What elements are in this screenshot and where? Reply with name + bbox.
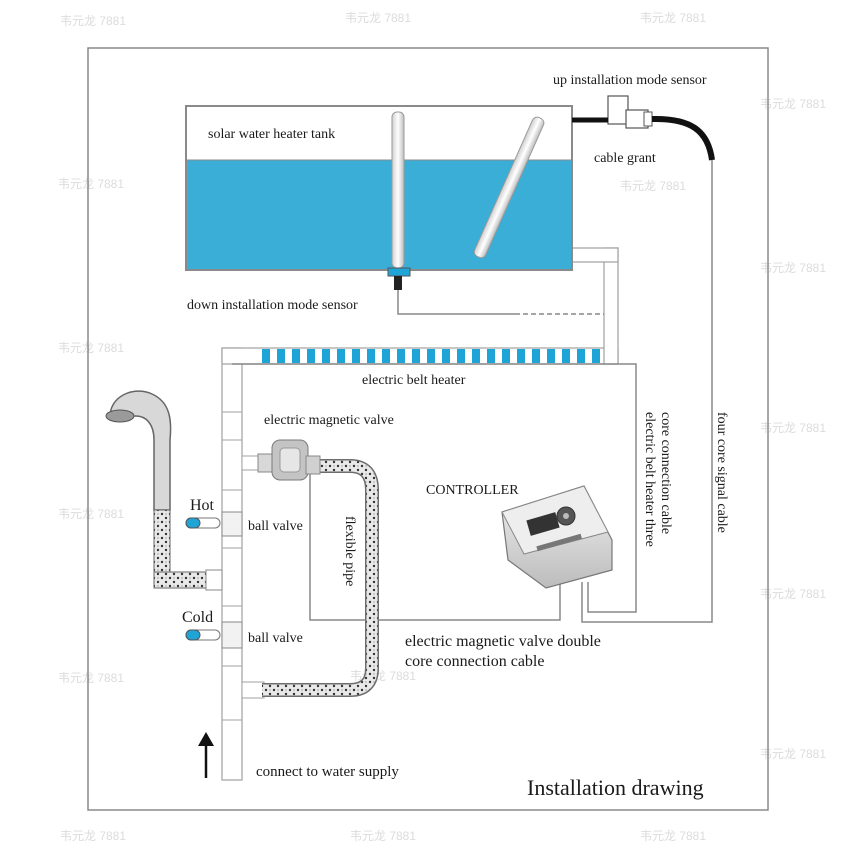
belt-heater-segment xyxy=(547,349,555,363)
belt-heater-cable xyxy=(232,363,637,613)
diagram-frame xyxy=(87,47,769,811)
watermark: 韦元龙 7881 xyxy=(760,261,826,275)
label-ball-valve-cold: ball valve xyxy=(248,631,303,646)
solar-water-heater-tank xyxy=(185,105,573,271)
watermark: 韦元龙 7881 xyxy=(60,14,126,28)
label-valve-cable-line1: electric magnetic valve double xyxy=(405,633,601,650)
belt-heater-segment xyxy=(412,349,420,363)
controller-unit xyxy=(501,485,613,589)
cold-ball-valve xyxy=(185,621,243,649)
belt-heater-segment xyxy=(457,349,465,363)
watermark: 韦元龙 7881 xyxy=(345,11,411,25)
belt-heater-segment xyxy=(277,349,285,363)
supply-pipe xyxy=(221,347,265,781)
label-controller: CONTROLLER xyxy=(426,483,519,498)
watermark: 韦元龙 7881 xyxy=(350,829,416,843)
watermark: 韦元龙 7881 xyxy=(760,747,826,761)
belt-heater-segment xyxy=(562,349,570,363)
belt-heater-segment xyxy=(397,349,405,363)
belt-heater-segment xyxy=(292,349,300,363)
label-cold: Cold xyxy=(182,609,213,626)
label-signal-cable: four core signal cable xyxy=(714,412,729,533)
belt-heater-segment xyxy=(322,349,330,363)
label-valve-cable-line2: core connection cable xyxy=(405,653,544,670)
water-supply-arrow xyxy=(198,732,214,778)
label-magnetic-valve: electric magnetic valve xyxy=(264,413,394,428)
diagram-title: Installation drawing xyxy=(527,775,704,800)
belt-heater-segment xyxy=(352,349,360,363)
magnetic-valve-cable xyxy=(309,456,561,621)
hot-ball-valve xyxy=(185,511,243,537)
label-cable-grant: cable grant xyxy=(594,151,656,166)
belt-heater-segment xyxy=(592,349,600,363)
label-ball-valve-hot: ball valve xyxy=(248,519,303,534)
belt-heater-segment xyxy=(307,349,315,363)
label-water-supply: connect to water supply xyxy=(256,764,399,780)
belt-heater-segment xyxy=(577,349,585,363)
watermark: 韦元龙 7881 xyxy=(620,179,686,193)
belt-heater-segment xyxy=(442,349,450,363)
label-belt-heater: electric belt heater xyxy=(362,373,466,388)
belt-heater-segment xyxy=(337,349,345,363)
watermark: 韦元龙 7881 xyxy=(58,507,124,521)
belt-heater-segment xyxy=(517,349,525,363)
watermark: 韦元龙 7881 xyxy=(60,829,126,843)
four-core-signal-cable xyxy=(581,160,713,623)
label-flexible-pipe: flexible pipe xyxy=(342,516,357,586)
belt-heater-segment xyxy=(472,349,480,363)
watermark: 韦元龙 7881 xyxy=(760,421,826,435)
belt-heater-segment xyxy=(382,349,390,363)
electric-belt-heater xyxy=(262,349,600,363)
watermark: 韦元龙 7881 xyxy=(58,671,124,685)
label-down-sensor: down installation mode sensor xyxy=(187,298,358,313)
watermark: 韦元龙 7881 xyxy=(760,97,826,111)
controller-display xyxy=(526,512,560,536)
belt-heater-segment xyxy=(427,349,435,363)
label-up-sensor: up installation mode sensor xyxy=(553,73,707,88)
watermark: 韦元龙 7881 xyxy=(760,587,826,601)
label-belt-cable-line1: electric belt heater three xyxy=(642,412,657,547)
down-installation-sensor xyxy=(387,267,604,315)
label-belt-cable-line2: core connection cable xyxy=(658,412,673,534)
belt-heater-segment xyxy=(262,349,270,363)
belt-heater-segment xyxy=(502,349,510,363)
watermark: 韦元龙 7881 xyxy=(640,11,706,25)
watermark: 韦元龙 7881 xyxy=(640,829,706,843)
watermark-layer: 韦元龙 7881 韦元龙 7881 韦元龙 7881 韦元龙 7881 韦元龙 … xyxy=(58,11,826,843)
magnetic-valve xyxy=(257,439,321,481)
label-hot: Hot xyxy=(190,497,215,514)
belt-heater-segment xyxy=(367,349,375,363)
shower-head xyxy=(105,390,223,591)
up-installation-sensor xyxy=(572,95,715,161)
label-tank: solar water heater tank xyxy=(208,127,335,142)
belt-heater-segment xyxy=(532,349,540,363)
belt-heater-segment xyxy=(487,349,495,363)
watermark: 韦元龙 7881 xyxy=(58,177,124,191)
watermark: 韦元龙 7881 xyxy=(58,341,124,355)
